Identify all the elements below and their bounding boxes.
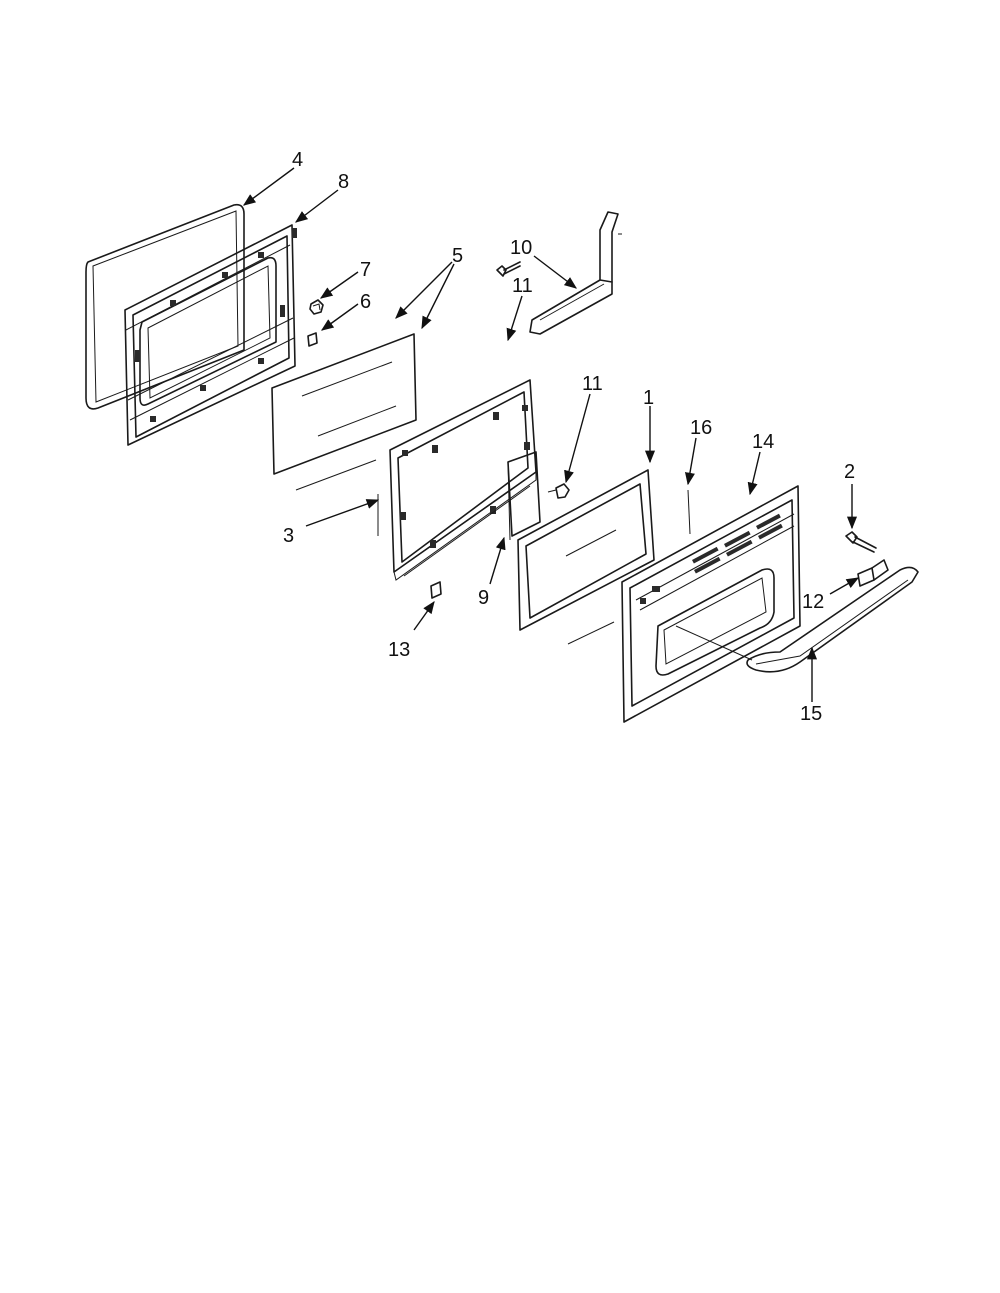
part-6-pad — [307, 332, 318, 347]
part-14-door-outer-panel — [621, 485, 801, 723]
callout-2: 2 — [844, 461, 855, 483]
part-4-door-gasket — [85, 203, 245, 410]
callout-11-lower: 11 — [582, 373, 603, 395]
callout-6: 6 — [360, 291, 371, 313]
callout-10: 10 — [510, 237, 532, 259]
callout-11-upper: 11 — [512, 275, 533, 297]
callout-7: 7 — [360, 259, 371, 281]
part-15-handle — [675, 566, 919, 673]
leader-lines — [242, 167, 860, 702]
callout-3: 3 — [283, 525, 294, 547]
callout-13: 13 — [388, 639, 410, 661]
part-3-door-liner — [389, 379, 537, 581]
part-10-hinge — [529, 211, 622, 335]
callout-12: 12 — [802, 591, 824, 613]
callout-8: 8 — [338, 171, 349, 193]
part-1-outer-glass — [517, 469, 655, 631]
part-2-screw — [845, 531, 877, 553]
callout-4: 4 — [292, 149, 303, 171]
callout-5: 5 — [452, 245, 463, 267]
callout-labels: 4 8 7 6 5 10 11 11 1 16 14 2 3 9 12 13 1… — [283, 149, 855, 725]
part-9-insulation — [507, 451, 541, 541]
part-16-film — [687, 489, 691, 535]
callout-9: 9 — [478, 587, 489, 609]
part-11-screw-lower — [547, 483, 570, 499]
part-12-handle-bracket — [857, 559, 889, 587]
part-13-bumper — [430, 581, 442, 599]
part-11-screw-upper — [496, 261, 521, 277]
part-5-glass — [271, 333, 417, 475]
callout-1: 1 — [643, 387, 654, 409]
callout-14: 14 — [752, 431, 774, 453]
part-8-inner-door-panel — [124, 224, 297, 446]
callout-16: 16 — [690, 417, 712, 439]
part-7-clip — [309, 299, 324, 315]
callout-15: 15 — [800, 703, 822, 725]
